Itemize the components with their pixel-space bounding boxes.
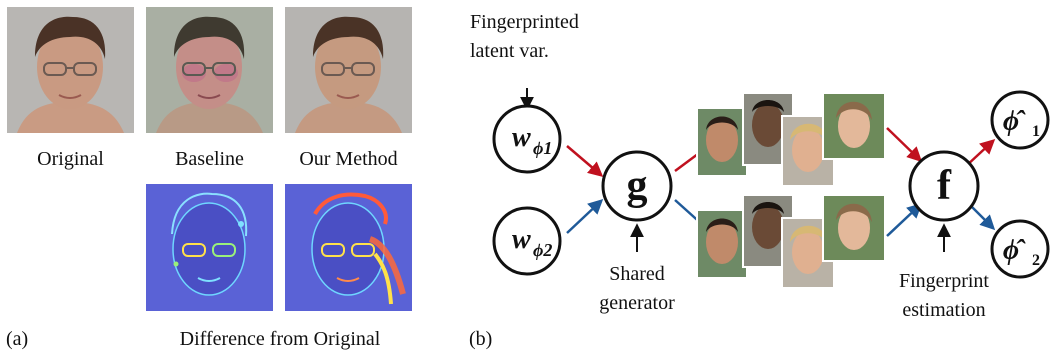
panel-b-label: (b) (469, 328, 493, 350)
w-phi1-w: w (512, 122, 531, 153)
phi-hat-2-sub: 2 (1032, 252, 1040, 269)
caption-original: Original (37, 148, 104, 170)
w-phi2-sub: ϕ2 (533, 240, 552, 260)
w-phi2-w: w (512, 224, 531, 255)
our-method-face-image (285, 7, 412, 133)
blue-arrow-w2-to-g (566, 198, 604, 234)
phi-hat-1-sub: 1 (1032, 123, 1040, 140)
blue-arrow-faces2-to-f (886, 202, 923, 237)
red-arrow-w1-to-g (566, 145, 604, 177)
node-phi-hat-2 (990, 219, 1050, 279)
panel-a-label: (a) (6, 328, 29, 350)
caption-difference-from-original: Difference from Original (179, 328, 381, 350)
red-arrow-faces1-to-f (886, 127, 923, 163)
baseline-difference-heatmap (146, 184, 273, 311)
fingerprint-estimation-label-line1: Fingerprint (899, 270, 989, 292)
generated-faces-set-1 (696, 92, 886, 187)
node-f (908, 150, 980, 222)
caption-our-method: Our Method (299, 148, 398, 170)
our-method-difference-heatmap (285, 184, 412, 311)
shared-generator-label-line1: Shared (609, 263, 665, 285)
fingerprint-estimation-label-line2: estimation (902, 299, 986, 321)
baseline-face-image (146, 7, 273, 133)
w-phi1-sub: ϕ1 (533, 138, 552, 158)
node-phi-hat-1 (990, 90, 1050, 150)
node-w-phi2 (492, 206, 562, 276)
node-w-phi1 (492, 104, 562, 174)
node-g (601, 150, 673, 222)
caption-baseline: Baseline (175, 148, 244, 170)
generated-faces-set-2 (696, 194, 886, 289)
original-face-image (7, 7, 134, 133)
node-f-label: f (937, 163, 952, 209)
latent-var-label-line2: latent var. (470, 40, 549, 62)
node-g-label: g (627, 163, 648, 209)
latent-var-label-line1: Fingerprinted (470, 11, 579, 33)
shared-generator-label-line2: generator (599, 292, 675, 314)
